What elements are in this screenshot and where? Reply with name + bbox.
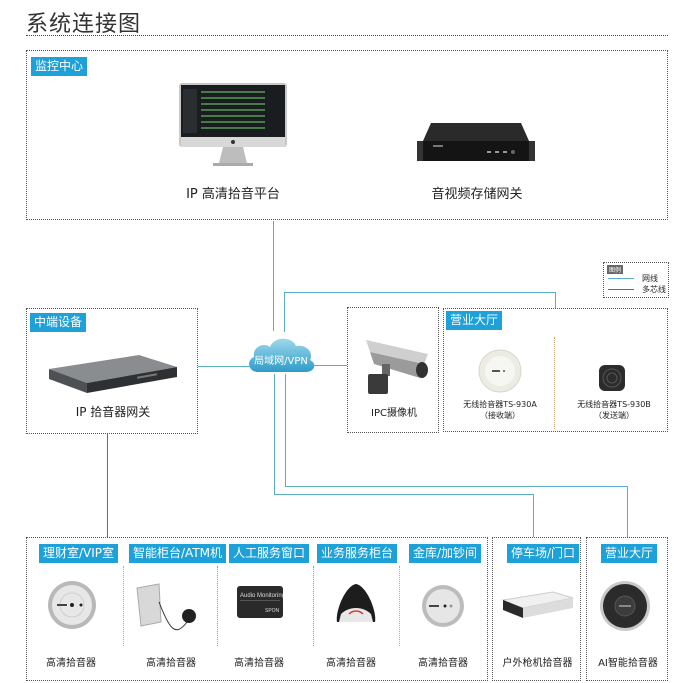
device-sublabel: （接收端） [480, 411, 520, 420]
square-transmitter-icon [599, 365, 625, 391]
network-line [285, 486, 628, 487]
legend-header: 图例 [607, 265, 624, 274]
network-line [627, 486, 628, 538]
network-line [284, 292, 285, 332]
zone-badge: 人工服务窗口 [229, 544, 310, 563]
gateway-box-icon [47, 345, 179, 395]
outdoor-mic-icon [501, 588, 575, 622]
imac-monitor-icon [177, 83, 289, 167]
network-line [198, 366, 250, 367]
ipc-panel: IPC摄像机 [347, 307, 439, 433]
device-label: 高清拾音器 [46, 658, 96, 669]
cloud-label: 局域网/VPN [254, 356, 308, 367]
zone-badge: 理财室/VIP室 [39, 544, 119, 563]
device-label: 户外枪机拾音器 [502, 658, 573, 669]
device-label: 高清拾音器 [418, 658, 468, 669]
business-hall-top-panel: 营业大厅 无线拾音器TS-930A （接收端） 无线拾音器TS-930B （发送… [443, 308, 668, 432]
lan-vpn-cloud-icon: 局域网/VPN [244, 332, 318, 376]
network-line [314, 365, 348, 366]
parking-panel: 停车场/门口 户外枪机拾音器 [492, 537, 581, 681]
security-camera-icon [362, 334, 432, 398]
title-divider [26, 35, 668, 36]
device-label: 无线拾音器TS-930A [463, 400, 537, 409]
monitor-center-panel: 监控中心 IP 高清拾音平台 [26, 50, 668, 220]
device-label: IP 高清拾音平台 [186, 187, 280, 202]
zone-badge: 业务服务柜台 [317, 544, 398, 563]
parking-badge: 停车场/门口 [507, 544, 580, 563]
column-divider [399, 566, 400, 646]
device-label: IP 拾音器网关 [75, 405, 151, 419]
network-line [284, 292, 556, 293]
audio-monitoring-plate-icon: Audio Monitoring SPON [237, 586, 285, 618]
page-title: 系统连接图 [26, 12, 142, 37]
zone-badge: 智能柜台/ATM机 [129, 544, 227, 563]
monitor-center-badge: 监控中心 [31, 57, 88, 76]
device-label: IPC摄像机 [371, 408, 417, 419]
device-label: 高清拾音器 [146, 658, 196, 669]
device-label: AI智能拾音器 [598, 658, 658, 669]
bank-zones-panel: 理财室/VIP室 高清拾音器 智能柜台/ATM机 高清拾音器 人工服务窗口 Au… [26, 537, 488, 681]
network-line [274, 494, 534, 495]
network-line [555, 292, 556, 308]
zone-badge: 金库/加钞间 [409, 544, 482, 563]
business-hall-bottom-badge: 营业大厅 [601, 544, 658, 563]
svg-text:Audio Monitoring: Audio Monitoring [240, 593, 283, 599]
desk-mic-icon [333, 582, 379, 628]
legend-label: 多芯线 [642, 285, 666, 294]
device-sublabel: （发送端） [594, 411, 634, 420]
legend: 图例 网线 多芯线 [603, 262, 669, 298]
column-divider [217, 566, 218, 646]
mid-equipment-badge: 中端设备 [30, 313, 87, 332]
ceiling-mic-icon [421, 584, 465, 628]
multicore-line-swatch [608, 289, 634, 290]
column-divider [123, 566, 124, 646]
device-label: 高清拾音器 [326, 658, 376, 669]
column-divider [313, 566, 314, 646]
mid-equipment-panel: 中端设备 IP 拾音器网关 [26, 308, 198, 434]
business-hall-bottom-panel: 营业大厅 AI智能拾音器 [586, 537, 668, 681]
network-line [274, 374, 275, 494]
multicore-line [107, 434, 108, 538]
device-label: 高清拾音器 [234, 658, 284, 669]
bracket-mic-icon [135, 582, 203, 638]
network-line [533, 494, 534, 538]
network-line [285, 374, 286, 486]
business-hall-top-badge: 营业大厅 [446, 311, 503, 330]
column-divider [554, 337, 555, 429]
legend-label: 网线 [642, 274, 658, 283]
network-line-swatch [608, 278, 634, 279]
device-label: 无线拾音器TS-930B [577, 400, 651, 409]
ai-mic-icon [599, 580, 651, 632]
svg-text:SPON: SPON [265, 608, 280, 614]
round-receiver-icon [478, 349, 522, 393]
rack-server-icon [417, 121, 535, 163]
network-line [273, 221, 274, 331]
ceiling-mic-icon [47, 580, 97, 630]
device-label: 音视频存储网关 [431, 187, 523, 202]
